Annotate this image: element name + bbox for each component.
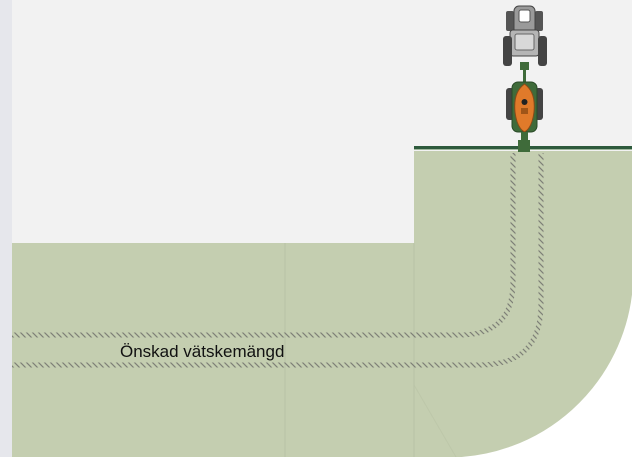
desired-rate-label: Önskad vätskemängd <box>120 342 285 361</box>
boom-center-mount <box>518 140 530 152</box>
field-boundary-arc <box>447 289 632 457</box>
left-panel-strip <box>0 0 12 457</box>
tramline-track-outer <box>12 153 516 338</box>
tramline-track-inner <box>12 153 544 368</box>
tractor-with-trailed-sprayer-icon <box>503 5 547 142</box>
field-boundary-outside <box>447 290 632 457</box>
field-seam-3 <box>413 384 457 457</box>
field-area <box>12 151 632 457</box>
